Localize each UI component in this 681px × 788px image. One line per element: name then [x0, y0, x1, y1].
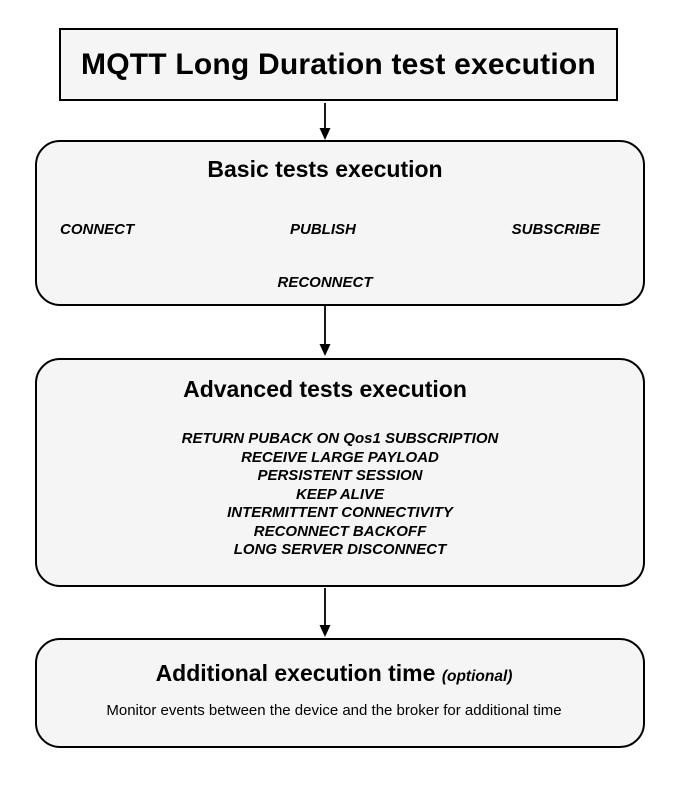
test-item-persistent-session: PERSISTENT SESSION: [257, 467, 423, 484]
additional-time-box: Additional execution time (optional) Mon…: [35, 638, 645, 748]
test-item-reconnect-backoff: RECONNECT BACKOFF: [253, 522, 427, 540]
test-item-connect: CONNECT: [60, 220, 135, 238]
advanced-tests-title: Advanced tests execution: [183, 376, 467, 402]
basic-tests-box: Basic tests execution CONNECT PUBLISH SU…: [35, 140, 645, 306]
title-box: MQTT Long Duration test execution: [59, 28, 618, 101]
test-item-return-puback: RETURN PUBACK ON Qos1 SUBSCRIPTION: [181, 430, 499, 447]
additional-time-title-text: Additional execution time: [155, 660, 436, 686]
advanced-tests-box: Advanced tests execution RETURN PUBACK O…: [35, 358, 645, 587]
flow-arrow-down-2: [319, 306, 331, 356]
optional-badge: (optional): [441, 668, 513, 685]
test-item-reconnect: RECONNECT: [277, 274, 373, 291]
test-item-intermittent-connectivity: INTERMITTENT CONNECTIVITY: [227, 504, 453, 521]
advanced-tests-list: RETURN PUBACK ON Qos1 SUBSCRIPTION RECEI…: [37, 430, 643, 560]
test-item-receive-large-payload: RECEIVE LARGE PAYLOAD: [241, 448, 439, 466]
test-item-keep-alive: KEEP ALIVE: [295, 485, 385, 503]
basic-tests-row: CONNECT PUBLISH SUBSCRIBE: [60, 218, 600, 240]
diagram-title: MQTT Long Duration test execution: [81, 47, 596, 81]
flow-arrow-down-3: [319, 588, 331, 637]
additional-time-title: Additional execution time (optional): [37, 659, 643, 691]
basic-tests-title: Basic tests execution: [207, 156, 443, 182]
test-item-long-server-disconnect: LONG SERVER DISCONNECT: [233, 541, 447, 558]
test-item-publish: PUBLISH: [289, 220, 356, 238]
additional-time-description: Monitor events between the device and th…: [106, 702, 562, 719]
flow-arrow-down-1: [319, 103, 331, 140]
basic-tests-row2: RECONNECT: [37, 272, 643, 294]
test-item-subscribe: SUBSCRIBE: [511, 220, 600, 238]
